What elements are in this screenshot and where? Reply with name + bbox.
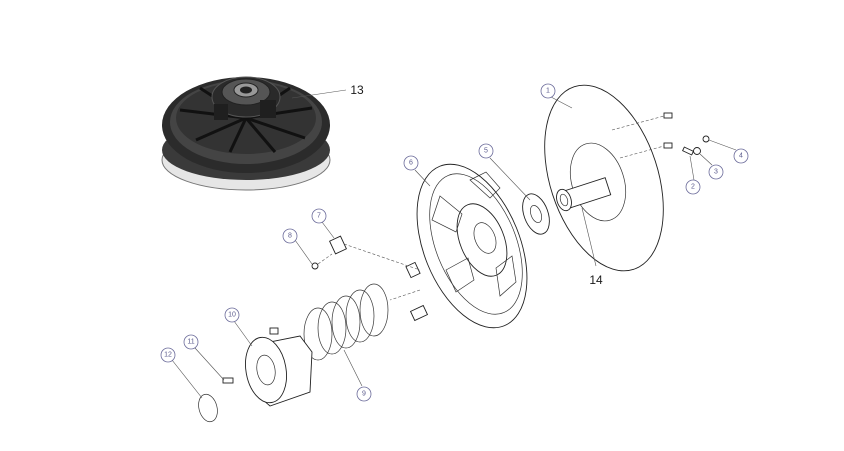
callout-7: 7 (311, 208, 327, 224)
hardware-bolts (611, 112, 710, 159)
movable-sheave-part (416, 163, 528, 329)
callout-11-number: 11 (187, 339, 194, 346)
callout-10-number: 10 (228, 312, 236, 319)
callout-3-number: 3 (714, 169, 718, 176)
callout-2-number: 2 (691, 184, 695, 191)
callout-5: 5 (478, 143, 494, 159)
spring-cup-part (245, 327, 313, 407)
callout-12-number: 12 (164, 352, 172, 359)
callout-8-number: 8 (288, 233, 292, 240)
callout-2: 2 (685, 179, 701, 195)
callout-8: 8 (282, 228, 298, 244)
spring-part (303, 283, 389, 361)
leader-13 (291, 89, 347, 99)
assembled-clutch-render (161, 76, 331, 191)
roller-hardware (311, 235, 429, 322)
callout-5-number: 5 (484, 148, 488, 155)
callout-10: 10 (224, 307, 240, 323)
callout-12: 12 (160, 347, 176, 363)
callout-9: 9 (356, 386, 372, 402)
callout-11: 11 (183, 334, 199, 350)
callout-leaders (171, 96, 737, 399)
callout-6-number: 6 (409, 160, 413, 167)
callout-1-number: 1 (546, 88, 550, 95)
callout-3: 3 (708, 164, 724, 180)
callout-6: 6 (403, 155, 419, 171)
pin-and-snap-ring (198, 377, 234, 423)
callout-7-number: 7 (317, 213, 321, 220)
washer-part (522, 193, 550, 235)
callout-9-number: 9 (362, 391, 366, 398)
bushing-label: 14 (589, 273, 603, 287)
fixed-sheave-part (544, 84, 664, 272)
leader-14 (581, 207, 597, 267)
callout-bubbles: 1 2 3 4 5 6 7 8 9 10 11 12 (160, 83, 749, 402)
callout-4: 4 (733, 148, 749, 164)
callout-1: 1 (540, 83, 556, 99)
assembly-label: 13 (350, 83, 364, 97)
callout-4-number: 4 (739, 153, 743, 160)
